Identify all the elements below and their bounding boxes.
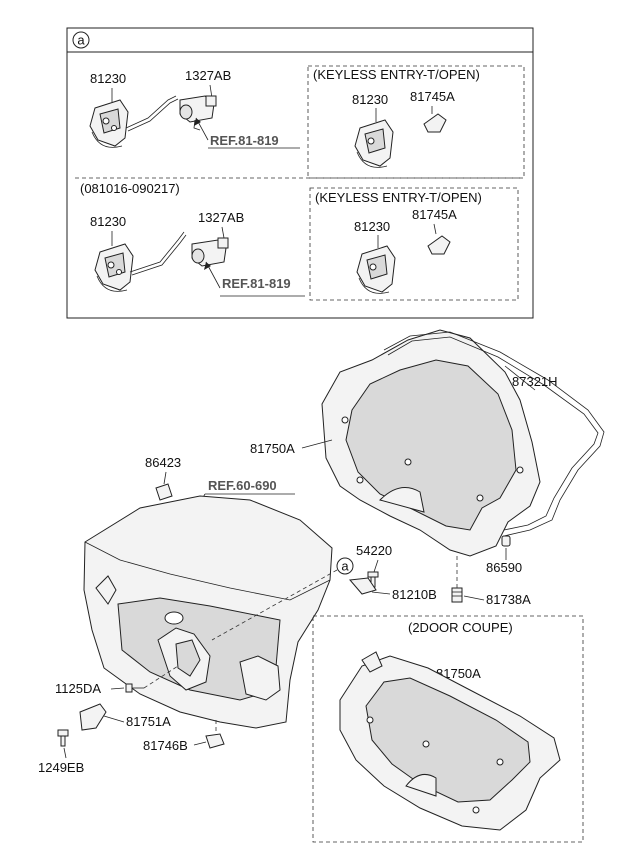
- bottom-keyless-button-label: 81745A: [412, 207, 457, 222]
- bottom-latch-label: 81230: [90, 214, 126, 229]
- plug-part: [451, 587, 463, 603]
- clip-label: 81746B: [143, 738, 188, 753]
- fastener-part: [57, 729, 69, 747]
- bumper-label: 86423: [145, 455, 181, 470]
- coupe-frame: [312, 615, 584, 843]
- bottom-cable: [129, 231, 185, 273]
- bottom-keyless-latch-label: 81230: [354, 219, 390, 234]
- lid-ref-label: REF.60-690: [208, 478, 277, 493]
- bracket-part: [79, 703, 107, 731]
- bumper-part: [155, 483, 173, 501]
- top-cable: [125, 95, 177, 129]
- bracket-label: 81751A: [126, 714, 171, 729]
- stopper-label: 86590: [486, 560, 522, 575]
- top-keyless-header: (KEYLESS ENTRY-T/OPEN): [313, 67, 480, 82]
- top-latch-label: 81230: [90, 71, 126, 86]
- top-keyless-latch-part: [354, 119, 394, 168]
- coupe-trim-label: 81750A: [436, 666, 481, 681]
- bottom-keyless-latch-part: [356, 245, 396, 294]
- bottom-latch-part: [94, 243, 134, 292]
- bottom-actuator-part: [191, 237, 229, 267]
- detail-marker-text: a: [77, 33, 85, 48]
- main-detail-marker-text: a: [341, 559, 349, 574]
- top-actuator-part: [179, 95, 217, 131]
- top-actuator-label: 1327AB: [185, 68, 231, 83]
- plug-label: 81738A: [486, 592, 531, 607]
- bottom-actuator-label: 1327AB: [198, 210, 244, 225]
- screw-label: 1125DA: [55, 681, 101, 696]
- detail-pointer-line: [211, 569, 338, 641]
- coupe-trim-part: [339, 651, 561, 831]
- top-keyless-button-label: 81745A: [410, 89, 455, 104]
- coupe-header: (2DOOR COUPE): [408, 620, 513, 635]
- striker-part: [349, 577, 377, 595]
- main-detail-marker-circle: [336, 557, 354, 575]
- detail-frame: [66, 27, 534, 319]
- clip-part: [205, 733, 225, 749]
- bottom-date-range: (081016-090217): [80, 181, 180, 196]
- weatherstrip-label: 87321H: [512, 374, 558, 389]
- top-keyless-box: [307, 65, 525, 179]
- detail-a-box: a: [66, 27, 534, 319]
- top-variant: 81230 1327AB REF.81-819 (KEYLESS ENTRY: [89, 65, 525, 179]
- striker-label: 81210B: [392, 587, 437, 602]
- top-latch-part: [89, 99, 129, 148]
- bolt-label: 54220: [356, 543, 392, 558]
- bottom-keyless-box: [309, 187, 519, 301]
- top-keyless-latch-label: 81230: [352, 92, 388, 107]
- bottom-ref-label: REF.81-819: [222, 276, 291, 291]
- top-ref-label: REF.81-819: [210, 133, 279, 148]
- trunk-lid-panel: [83, 495, 333, 729]
- top-keyless-button-part: [423, 113, 447, 133]
- bottom-variant: (081016-090217) 81230 1327AB REF.81-819 …: [80, 181, 519, 301]
- bottom-keyless-button-part: [427, 235, 451, 255]
- screw-part: [125, 683, 144, 693]
- fastener-label: 1249EB: [38, 760, 84, 775]
- bottom-keyless-header: (KEYLESS ENTRY-T/OPEN): [315, 190, 482, 205]
- coupe-box: (2DOOR COUPE) 81750A: [312, 615, 584, 843]
- trunk-inner-trim: [321, 329, 541, 557]
- trim-label: 81750A: [250, 441, 295, 456]
- detail-marker-circle: [72, 31, 90, 49]
- trunk-weatherstrip: [383, 331, 605, 537]
- top-ref-arrowhead: [194, 118, 201, 126]
- stopper-part: [501, 535, 511, 547]
